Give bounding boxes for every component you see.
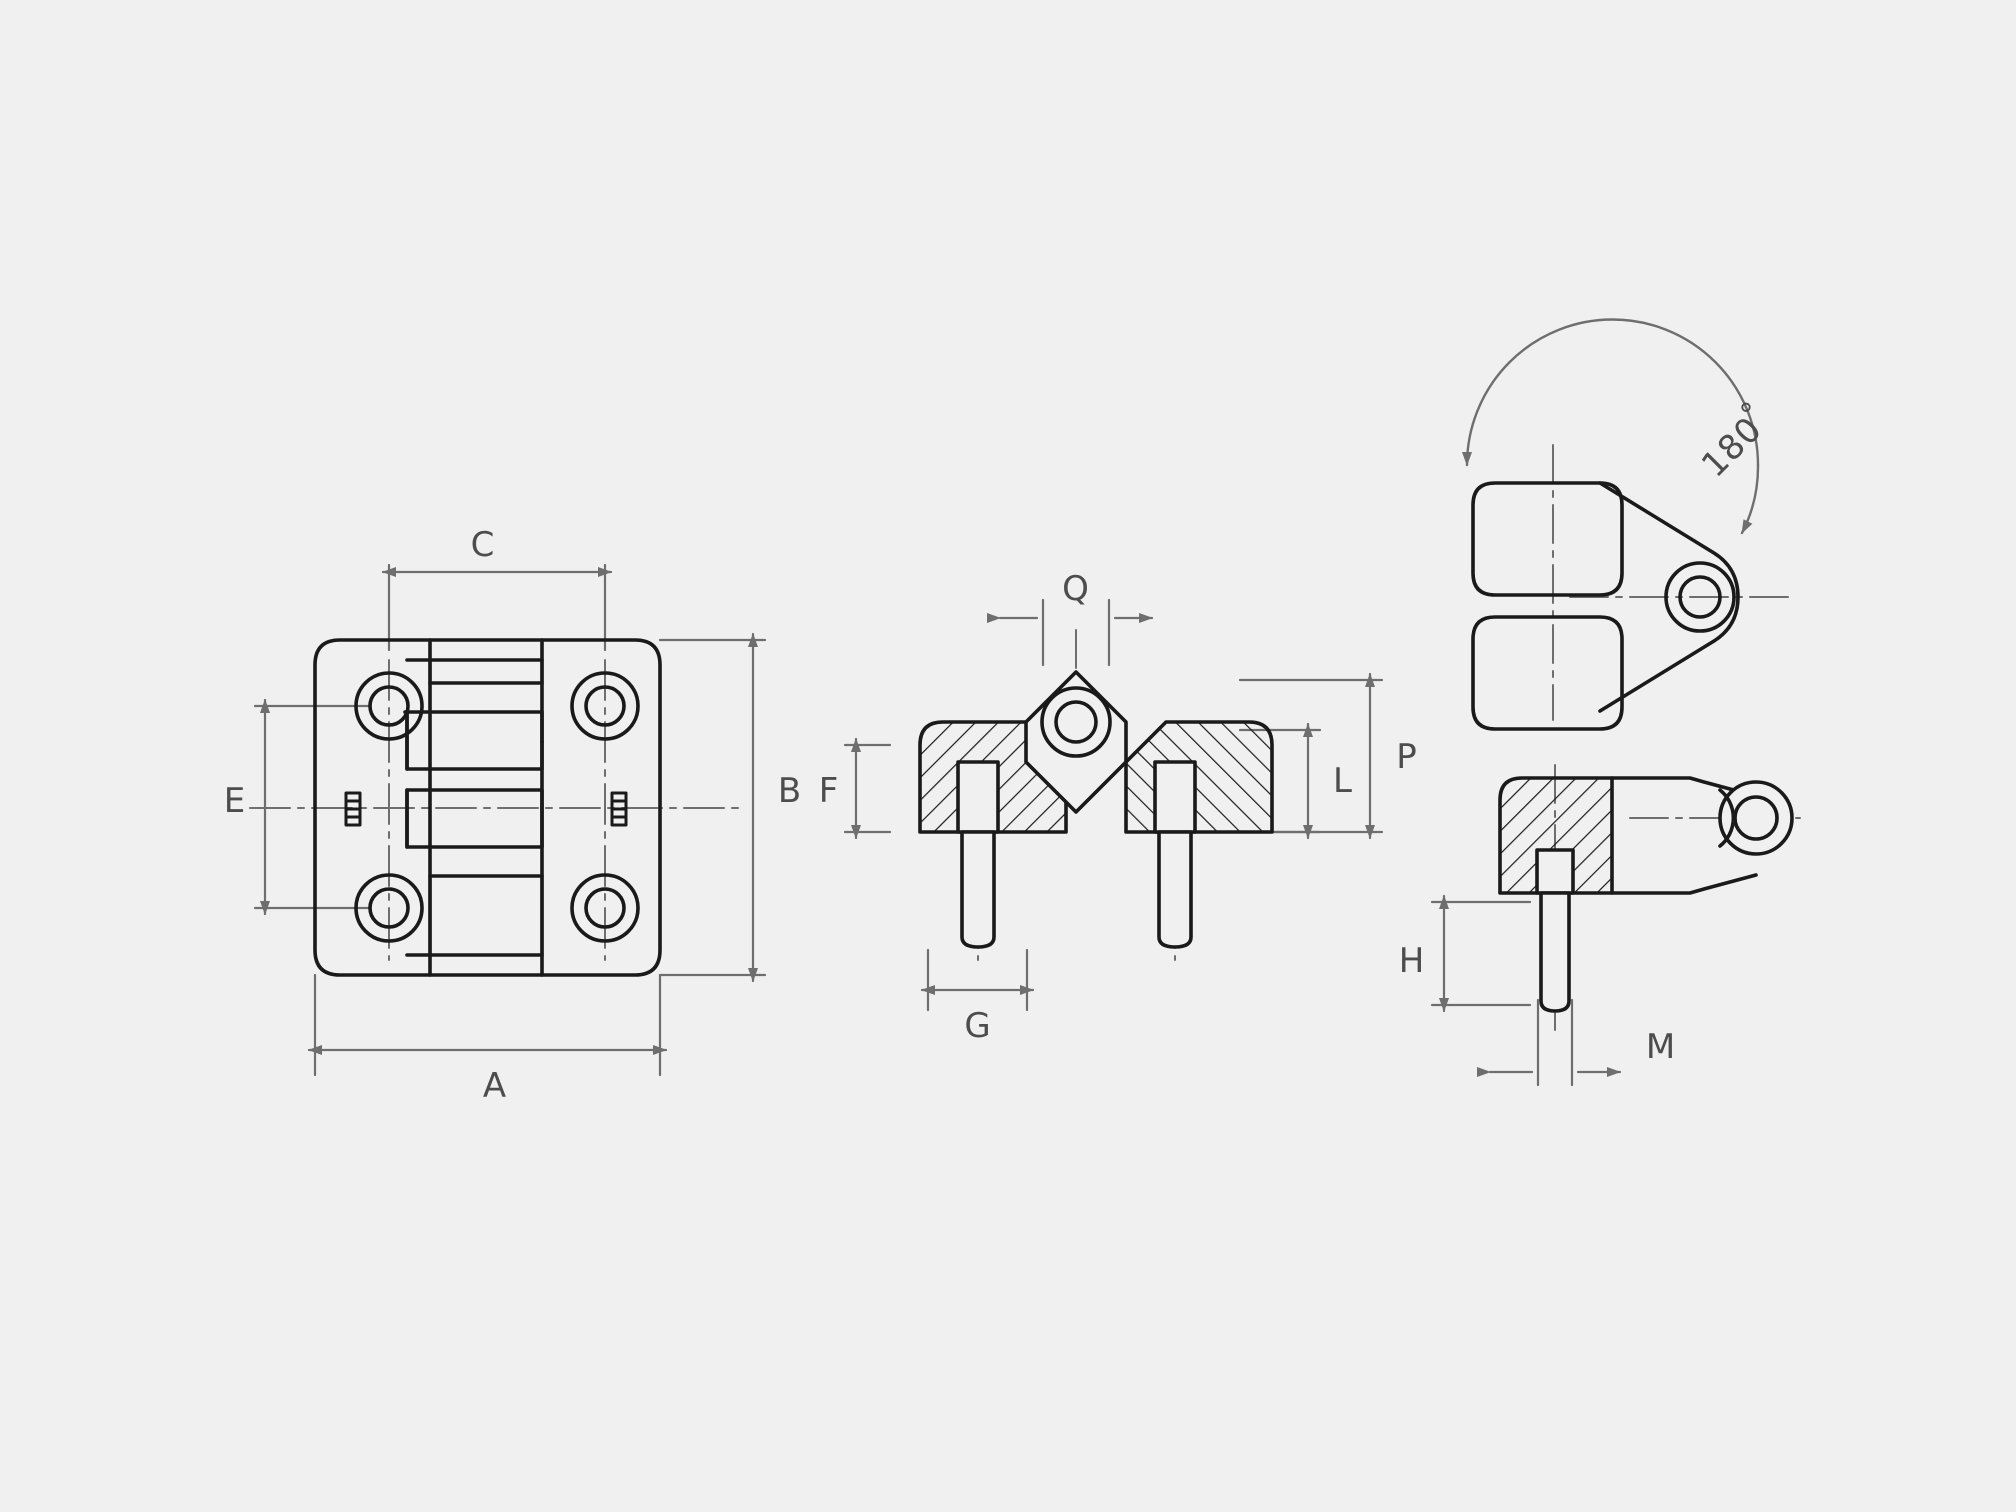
label-H: H	[1399, 941, 1426, 981]
label-Q: Q	[1062, 569, 1090, 609]
side-view: H M	[1399, 764, 1801, 1087]
front-view: C A B E	[224, 525, 802, 1106]
rotation-view: 180 °	[1462, 318, 1796, 731]
dimension-C	[381, 563, 613, 652]
dimension-Q	[987, 598, 1154, 667]
rotation-angle-label: 180 °	[1694, 395, 1770, 485]
dimension-G	[920, 948, 1035, 1012]
label-E: E	[224, 781, 246, 821]
side-leaf-body	[1498, 776, 1614, 895]
rotation-upper-leaf	[1471, 481, 1624, 597]
side-stud	[1535, 848, 1575, 1013]
dimension-B	[658, 632, 767, 983]
section-view: Q F G L P	[819, 569, 1418, 1046]
front-view-side-details	[344, 791, 628, 827]
front-view-centerlines	[249, 659, 746, 961]
label-M: M	[1646, 1027, 1676, 1067]
section-right-leaf	[1124, 720, 1274, 834]
label-L: L	[1333, 761, 1353, 801]
rotation-arc	[1462, 318, 1760, 535]
label-B: B	[778, 771, 802, 811]
label-G: G	[964, 1006, 991, 1046]
section-pin-boss	[1024, 670, 1128, 814]
rotation-view-centerlines	[1552, 444, 1796, 721]
section-left-stud	[956, 760, 1000, 949]
dimension-H	[1430, 894, 1532, 1013]
dimension-A	[307, 973, 668, 1077]
side-knuckle	[1610, 776, 1794, 895]
front-view-holes	[354, 671, 640, 943]
rotation-lower-leaf	[1471, 615, 1624, 731]
dimension-F	[843, 737, 892, 840]
label-P: P	[1396, 737, 1418, 777]
section-right-stud	[1153, 760, 1197, 949]
label-A: A	[483, 1066, 507, 1106]
front-view-knuckle-hatch	[428, 658, 544, 957]
label-C: C	[471, 525, 496, 565]
rotation-knuckle	[1598, 481, 1740, 713]
dimension-M	[1477, 998, 1622, 1087]
label-F: F	[819, 771, 840, 811]
